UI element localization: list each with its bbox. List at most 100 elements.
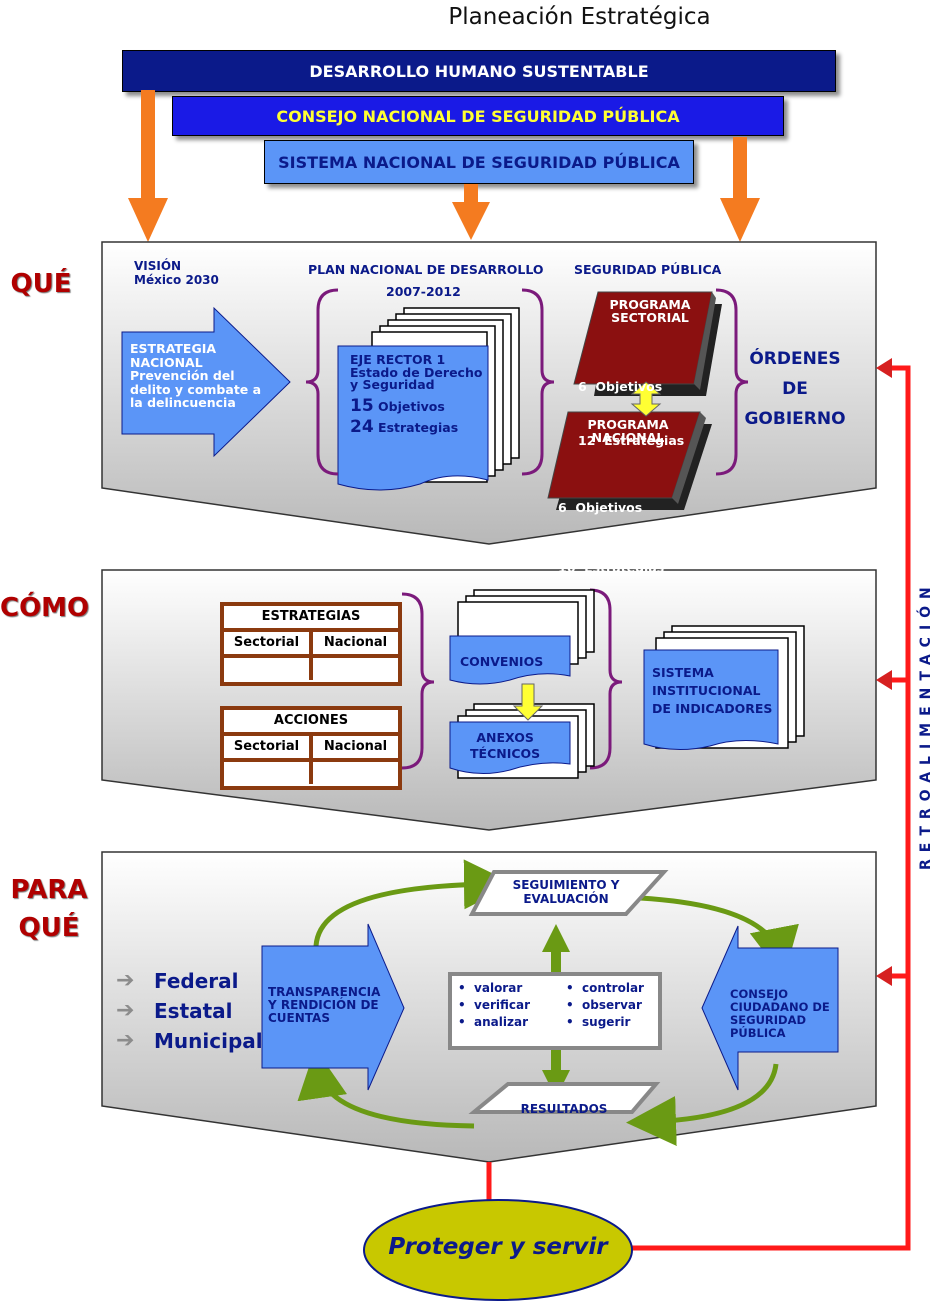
anexos-label: ANEXOS TÉCNICOS (470, 730, 540, 762)
eje-text: EJE RECTOR 1 Estado de Derecho y Segurid… (350, 352, 483, 437)
sistema-doc (643, 649, 779, 751)
bar-consejo-nacional-label: CONSEJO NACIONAL DE SEGURIDAD PÚBLICA (276, 106, 680, 126)
arrow-icon: ➔ (116, 998, 135, 1023)
acciones-table: ACCIONES Sectorial Nacional (220, 706, 402, 790)
ellipse-proteger (363, 1199, 633, 1301)
book-nacional (547, 411, 712, 510)
label-como: CÓMO (0, 593, 90, 623)
bar-desarrollo-humano: DESARROLLO HUMANO SUSTENTABLE (122, 50, 836, 92)
orange-arrow-right (720, 137, 760, 242)
col-nacional: Nacional (323, 739, 388, 754)
plan-title: PLAN NACIONAL DE DESARROLLO (308, 262, 544, 277)
level-federal: ➔ Federal (116, 966, 263, 996)
estrategia-line: delito y combate a (130, 381, 262, 397)
sistema-label: SISTEMA INSTITUCIONAL DE INDICADORES (652, 664, 772, 718)
eje-line: y Seguridad (350, 377, 435, 392)
consejo-label: CONSEJO CIUDADANO DE SEGURIDAD PÚBLICA (730, 988, 830, 1040)
estrategia-line: ESTRATEGIA (130, 341, 217, 356)
vision-title: VISIÓN (134, 259, 182, 273)
action-item: observar (582, 998, 642, 1012)
action-item: controlar (582, 981, 644, 995)
resultados-shape (468, 1082, 661, 1114)
book-sectorial (573, 291, 722, 396)
actions-left: • valorar • verificar • analizar (458, 981, 531, 1029)
transparencia-label: TRANSPARENCIA Y RENDICIÓN DE CUENTAS (268, 986, 380, 1025)
nacional-title: PROGRAMA NACIONAL (578, 418, 678, 444)
braces (305, 288, 749, 770)
sectorial-stats: 6 Objetivos 12 Estrategias (578, 342, 684, 468)
estrategia-line: la delincuencia (130, 395, 236, 410)
feedback-arrowheads (876, 358, 892, 986)
acciones-header: ACCIONES (224, 710, 398, 736)
retroalimentacion-label: RETROALIMENTACIÓN (918, 580, 934, 870)
resultados-label: RESULTADOS (520, 1102, 608, 1116)
estrategias-header: ESTRATEGIAS (224, 606, 398, 632)
action-item: analizar (474, 1015, 528, 1029)
col-nacional: Nacional (323, 635, 388, 650)
consejo-line: SEGURIDAD (730, 1013, 807, 1027)
nacional-line: PROGRAMA (587, 417, 669, 432)
transparencia-line: Y RENDICIÓN DE (268, 998, 379, 1012)
eje-objetivos-label: Objetivos (378, 398, 445, 414)
eje-estrategias-num: 24 (350, 417, 374, 437)
yellow-double-arrow (630, 381, 662, 417)
ordenes-line: GOBIERNO (744, 409, 846, 429)
actions-box (448, 972, 662, 1050)
estrategia-line: NACIONAL (130, 354, 203, 370)
estrategias-table: ESTRATEGIAS Sectorial Nacional (220, 602, 402, 686)
level-estatal: ➔ Estatal (116, 996, 263, 1026)
consejo-arrow (701, 925, 839, 1091)
sectorial-title: PROGRAMA SECTORIAL (600, 298, 700, 324)
sectorial-line: PROGRAMA (609, 297, 691, 312)
col-sectorial: Sectorial (224, 632, 313, 654)
sectorial-line: SECTORIAL (611, 310, 689, 325)
seguimiento-label: SEGUIMIENTO Y EVALUACIÓN (496, 878, 636, 906)
estrategia-text: ESTRATEGIA NACIONAL Prevención del delit… (130, 342, 261, 410)
eje-objetivos-num: 15 (350, 395, 374, 416)
orange-arrow-left (128, 90, 168, 242)
nacional-line: NACIONAL (591, 430, 665, 445)
level-label: Federal (154, 969, 239, 993)
seguimiento-shape (468, 870, 669, 916)
seguimiento-line: EVALUACIÓN (523, 892, 609, 906)
vision-subtitle: México 2030 (134, 273, 219, 287)
sistema-line: SISTEMA (652, 665, 714, 680)
action-item: sugerir (582, 1015, 631, 1029)
sistema-line: INSTITUCIONAL (652, 683, 761, 698)
orange-arrow-center (452, 184, 490, 240)
level-label: Estatal (154, 999, 233, 1023)
nacional-objetivos: 6 Objetivos (558, 500, 643, 515)
consejo-line: CONSEJO (730, 987, 789, 1001)
eje-document (337, 345, 489, 491)
convenios-label: CONVENIOS (460, 654, 544, 669)
consejo-line: CIUDADANO DE (730, 1000, 830, 1014)
label-para-que: QUÉ (18, 913, 80, 943)
bar-desarrollo-humano-label: DESARROLLO HUMANO SUSTENTABLE (309, 61, 649, 81)
anexos-line: TÉCNICOS (470, 746, 541, 761)
estrategia-arrow (121, 306, 291, 458)
eje-line: EJE RECTOR 1 (350, 352, 446, 367)
label-que: QUÉ (10, 269, 72, 299)
actions-right: • controlar • observar • sugerir (566, 981, 644, 1029)
label-para: PARA (10, 875, 88, 905)
consejo-line: PÚBLICA (730, 1026, 786, 1040)
seguimiento-line: SEGUIMIENTO Y (512, 878, 620, 892)
nacional-stats: 6 Objetivos 16 Estrategias (558, 458, 664, 598)
ordenes-gobierno: ÓRDENES DE GOBIERNO (740, 344, 850, 434)
level-label: Municipal (154, 1029, 263, 1053)
convenios-doc (449, 635, 571, 685)
level-municipal: ➔Municipal (116, 1026, 263, 1056)
plan-years: 2007-2012 (386, 284, 461, 299)
action-item: valorar (474, 981, 523, 995)
yellow-down-arrow (512, 683, 544, 721)
arrow-icon: ➔ (116, 968, 135, 993)
seguridad-title: SEGURIDAD PÚBLICA (574, 262, 722, 277)
page-title: Planeación Estratégica (448, 4, 711, 30)
transparencia-line: CUENTAS (268, 1011, 330, 1025)
col-sectorial: Sectorial (224, 736, 313, 758)
eje-line: Estado de Derecho (350, 364, 483, 380)
transparencia-arrow (261, 923, 405, 1091)
bar-sistema-nacional: SISTEMA NACIONAL DE SEGURIDAD PÚBLICA (264, 140, 694, 184)
sectorial-objetivos: 6 Objetivos (578, 379, 663, 394)
